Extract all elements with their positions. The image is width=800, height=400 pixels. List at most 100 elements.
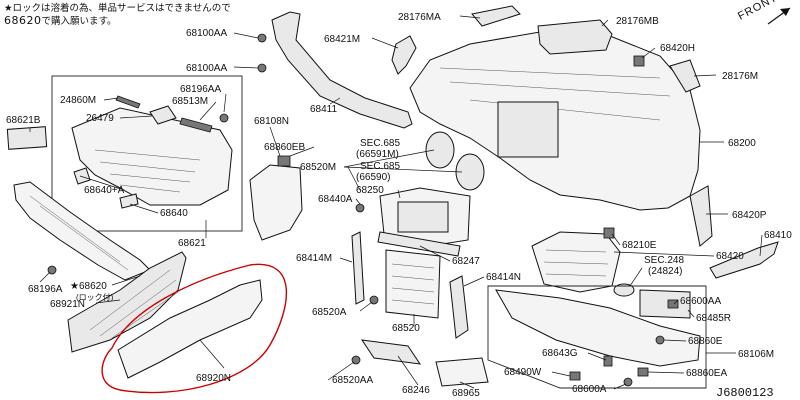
label-68414M: 68414M	[296, 253, 332, 264]
label-68420: 68420	[716, 251, 744, 262]
leader-line	[223, 93, 227, 113]
leader-line	[459, 381, 475, 389]
leader-line	[687, 309, 695, 318]
label-68640: 68640	[160, 208, 188, 219]
service-note: ★ロックは溶着の為、単品サービスはできませんので 68620で購入願います。	[4, 3, 231, 28]
label-68421M: 68421M	[324, 34, 360, 45]
label-24860M: 24860M	[60, 95, 96, 106]
leader-line	[347, 166, 361, 191]
service-note-line2: 68620で購入願います。	[4, 15, 231, 28]
leader-line	[111, 275, 141, 286]
part-68414N-shape	[449, 275, 469, 339]
leader-line	[629, 267, 643, 287]
label-68513M: 68513M	[172, 96, 208, 107]
leader-line	[463, 276, 485, 287]
label-68921N: 68921N	[50, 299, 85, 310]
label-68440A: 68440A	[318, 194, 353, 205]
label-68485R: 68485R	[696, 313, 731, 324]
label-68520: 68520	[392, 323, 420, 334]
label-68520AA: 68520AA	[332, 375, 373, 386]
part-68520-shape	[385, 249, 441, 319]
part-68420-shape	[531, 231, 621, 293]
leader-line	[641, 47, 656, 59]
label-sec248-sub: (24824)	[648, 266, 682, 277]
front-arrow-icon	[767, 7, 791, 25]
part-28176MA-shape	[471, 5, 521, 27]
part-68640A-shape	[73, 167, 91, 185]
part-68490W-shape	[569, 371, 581, 381]
label-68210E: 68210E	[622, 240, 657, 251]
leader-line	[673, 299, 679, 305]
leader-line	[343, 166, 463, 173]
leader-line	[199, 339, 225, 369]
part-68250-screen-shape	[397, 201, 449, 233]
label-68411: 68411	[310, 104, 338, 115]
leader-line	[129, 203, 159, 214]
label-68410: 68410	[764, 230, 792, 241]
part-68100AA-a-shape	[257, 33, 267, 43]
leader-line	[663, 339, 687, 342]
label-68620: ★68620	[70, 281, 107, 292]
leader-line	[611, 233, 621, 246]
leader-line	[39, 271, 51, 283]
leader-line	[551, 371, 571, 377]
part-68860EB-shape	[277, 155, 291, 167]
label-68200: 68200	[728, 138, 756, 149]
leader-line	[397, 355, 419, 386]
leader-line	[459, 15, 481, 19]
label-68247: 68247	[452, 256, 480, 267]
leader-line	[355, 198, 361, 205]
label-sec685-b: SEC.685	[360, 161, 400, 172]
glovebox-assembly-frame	[51, 75, 243, 232]
part-68108N-shape	[249, 164, 303, 241]
part-68621-lid-shape	[13, 181, 151, 281]
part-28176M-shape	[669, 59, 701, 93]
service-note-rest: で購入願います。	[41, 16, 117, 27]
part-68414M-shape	[351, 231, 365, 305]
label-68250: 68250	[356, 185, 384, 196]
label-68100AA-b: 68100AA	[186, 63, 227, 74]
part-24860M-shape	[115, 95, 141, 109]
label-68100AA-a: 68100AA	[186, 28, 227, 39]
label-68920N: 68920N	[196, 373, 231, 384]
part-28176MB-shape	[537, 19, 613, 55]
label-68860E: 68860E	[688, 336, 723, 347]
part-26479-shape	[149, 105, 177, 125]
label-sec685-a-sub: (66591M)	[356, 149, 399, 160]
leader-line	[587, 352, 607, 361]
leader-line	[329, 97, 341, 105]
part-68600A-shape	[623, 377, 633, 387]
part-68250-frame-shape	[497, 101, 559, 158]
leader-line	[95, 299, 121, 304]
part-68513M-shape	[179, 117, 213, 133]
diagram-id: J6800123	[716, 386, 774, 400]
label-68640A: 68640+A	[84, 185, 125, 196]
part-68860EA-shape	[637, 367, 649, 377]
leader-line	[327, 361, 355, 381]
leader-line	[119, 115, 153, 119]
label-28176MA: 28176MA	[398, 12, 441, 23]
leader-line	[103, 97, 119, 101]
sec248-part-shape	[613, 283, 635, 297]
label-68108N: 68108N	[254, 116, 289, 127]
part-68643G-shape	[603, 355, 613, 367]
part-68420H-shape	[633, 55, 645, 67]
part-68520M-vent-left-shape	[425, 131, 455, 169]
label-68600A: 68600A	[572, 384, 607, 395]
part-68600AA-shape	[667, 299, 679, 309]
part-68640-shape	[119, 193, 139, 209]
label-sec685-b-sub: (66590)	[356, 172, 390, 183]
label-68520M: 68520M	[300, 162, 336, 173]
label-68860EB: 68860EB	[264, 142, 305, 153]
label-28176MB: 28176MB	[616, 16, 659, 27]
leader-line	[233, 66, 259, 69]
label-68620-sub: (ロック付)	[76, 292, 114, 302]
label-68246: 68246	[402, 385, 430, 396]
leader-line	[269, 126, 281, 157]
leader-line	[233, 32, 259, 39]
label-68420P: 68420P	[732, 210, 767, 221]
label-sec248: SEC.248	[644, 255, 684, 266]
part-68440A-shape	[355, 203, 365, 213]
service-note-code: 68620	[4, 14, 42, 27]
